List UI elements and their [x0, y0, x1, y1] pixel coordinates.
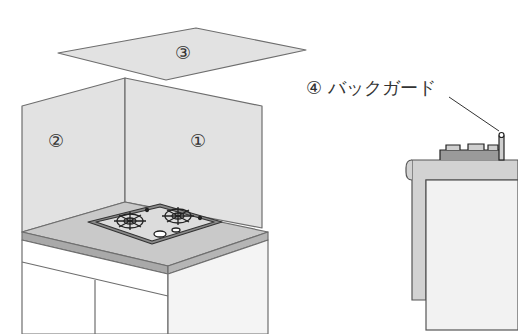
knob [172, 228, 180, 232]
callout-number: ① [190, 132, 206, 150]
backguard-top [499, 133, 504, 138]
cabinet-front [22, 240, 168, 334]
leader-line [449, 97, 499, 131]
backguard [499, 136, 504, 160]
screw [199, 217, 202, 220]
grate [162, 207, 194, 225]
stove-grates [446, 144, 498, 150]
callout-number: ② [48, 132, 64, 150]
cabinet-side [168, 240, 268, 334]
ceiling-panel [58, 28, 306, 80]
door-line [94, 280, 95, 334]
stove-plate [96, 207, 214, 241]
grate [114, 212, 146, 230]
part-label: ④ バックガード [306, 79, 436, 97]
burners [114, 207, 202, 237]
stove-side [440, 150, 502, 160]
counter-nose [406, 160, 412, 180]
callout-number: ③ [175, 44, 191, 62]
stove-top [88, 204, 222, 244]
screw [146, 209, 149, 212]
knob [154, 231, 166, 237]
back-wall-panel [125, 78, 262, 228]
cabinet-side-view [426, 180, 518, 330]
side-view [406, 133, 518, 331]
